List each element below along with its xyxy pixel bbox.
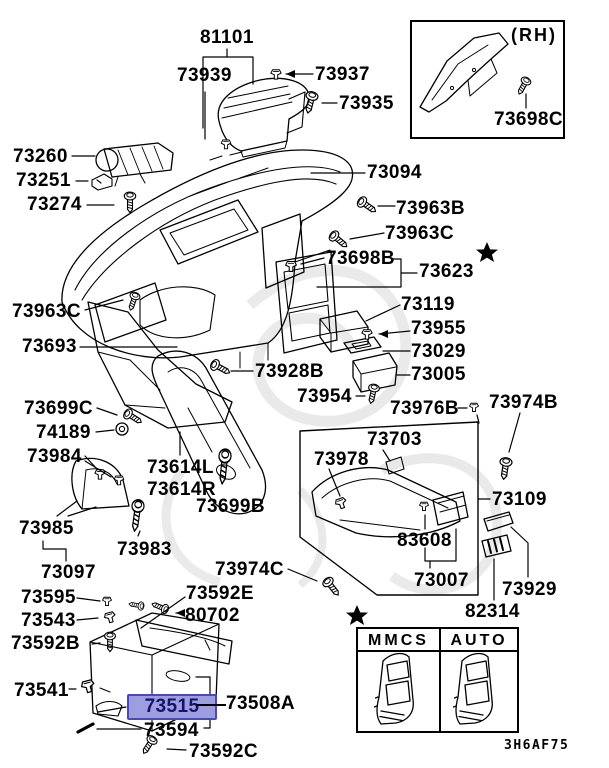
console-panel-73007-drawing <box>311 456 469 538</box>
part-label-73595[interactable]: 73595 <box>21 587 76 608</box>
leader-lines <box>42 48 529 751</box>
star-icon <box>475 241 499 263</box>
tray-73119-drawing <box>319 310 369 353</box>
part-label-73703[interactable]: 73703 <box>367 429 422 450</box>
part-label-73614R[interactable]: 73614R <box>147 479 216 500</box>
star-icon <box>345 604 369 626</box>
part-label-73623[interactable]: 73623 <box>419 261 474 282</box>
part-label-74189[interactable]: 74189 <box>36 422 91 443</box>
part-label-73983[interactable]: 73983 <box>117 539 172 560</box>
part-label-73928B[interactable]: 73928B <box>255 361 324 382</box>
part-label-83608[interactable]: 83608 <box>397 530 452 551</box>
part-label-73937[interactable]: 73937 <box>315 64 370 85</box>
part-label-73955[interactable]: 73955 <box>411 318 466 339</box>
column-cover-drawing <box>151 350 267 515</box>
dashboard-drawing <box>61 149 354 369</box>
part-label-73592B[interactable]: 73592B <box>11 633 80 654</box>
under-dash-panel-drawing <box>87 301 233 429</box>
rh-detail-box: (RH) 73698C <box>410 20 565 139</box>
part-label-73005[interactable]: 73005 <box>411 364 466 385</box>
part-label-73929[interactable]: 73929 <box>502 579 557 600</box>
box-73005-drawing <box>352 352 398 393</box>
leader-tick <box>196 704 226 706</box>
lens-73929-drawing <box>483 511 514 532</box>
part-label-73541[interactable]: 73541 <box>14 680 69 701</box>
part-label-73698C[interactable]: 73698C <box>494 109 563 130</box>
part-label-73963C-left[interactable]: 73963C <box>12 301 81 322</box>
center-bezel-drawing <box>275 251 338 354</box>
part-label-73984[interactable]: 73984 <box>27 446 82 467</box>
switch-82314-drawing <box>481 534 512 558</box>
part-label-73274[interactable]: 73274 <box>27 194 82 215</box>
watermark-pattern <box>161 265 503 595</box>
part-label-73699B[interactable]: 73699B <box>196 496 265 517</box>
part-label-73592C[interactable]: 73592C <box>189 741 258 762</box>
module-73260-drawing <box>91 142 174 191</box>
part-label-73251[interactable]: 73251 <box>16 170 71 191</box>
part-label-73029[interactable]: 73029 <box>411 341 466 362</box>
variant-table: MMCS AUTO <box>356 627 519 733</box>
variant-table-column-divider <box>439 629 441 731</box>
highlighted-part-label-73515[interactable]: 73515 <box>127 694 217 720</box>
part-label-73954[interactable]: 73954 <box>297 386 352 407</box>
part-label-73978[interactable]: 73978 <box>314 449 369 470</box>
part-label-81101[interactable]: 81101 <box>200 27 254 48</box>
part-label-73094[interactable]: 73094 <box>367 162 422 183</box>
part-label-73935[interactable]: 73935 <box>339 93 394 114</box>
variant-table-header-divider <box>358 650 517 652</box>
frame-73029-drawing <box>343 336 382 354</box>
rh-pillar-trim-drawing <box>419 32 533 113</box>
part-label-73260[interactable]: 73260 <box>13 146 68 167</box>
part-label-73939[interactable]: 73939 <box>177 65 232 86</box>
part-label-73976B[interactable]: 73976B <box>390 398 459 419</box>
part-label-73614L[interactable]: 73614L <box>147 457 214 478</box>
part-label-73119[interactable]: 73119 <box>401 294 455 315</box>
part-label-73508A[interactable]: 73508A <box>226 693 295 714</box>
part-label-73693[interactable]: 73693 <box>22 336 77 357</box>
part-label-73007[interactable]: 73007 <box>414 570 469 591</box>
part-label-73109[interactable]: 73109 <box>492 489 547 510</box>
diagram-code: 3H6AF75 <box>504 738 570 753</box>
part-label-73543[interactable]: 73543 <box>21 610 76 631</box>
rh-corner-label: (RH) <box>511 25 557 45</box>
part-label-73963C-right[interactable]: 73963C <box>385 223 454 244</box>
part-label-80702[interactable]: 80702 <box>185 605 240 626</box>
part-label-82314[interactable]: 82314 <box>465 601 520 622</box>
part-label-73592E[interactable]: 73592E <box>186 583 254 604</box>
part-label-73699C[interactable]: 73699C <box>24 398 93 419</box>
variant-header-auto: AUTO <box>450 631 508 649</box>
part-label-73698B[interactable]: 73698B <box>326 248 395 269</box>
part-label-73594[interactable]: 73594 <box>144 720 199 741</box>
part-label-73974B[interactable]: 73974B <box>489 392 558 413</box>
assembly-box-73007 <box>299 421 479 596</box>
kick-panel-drawing <box>71 457 130 510</box>
part-label-73963B[interactable]: 73963B <box>396 198 465 219</box>
variant-header-mmcs: MMCS <box>368 631 429 649</box>
part-label-73974C[interactable]: 73974C <box>215 559 284 580</box>
part-label-73097[interactable]: 73097 <box>41 562 96 583</box>
part-label-73985[interactable]: 73985 <box>19 518 74 539</box>
cluster-hood-drawing <box>217 77 310 158</box>
